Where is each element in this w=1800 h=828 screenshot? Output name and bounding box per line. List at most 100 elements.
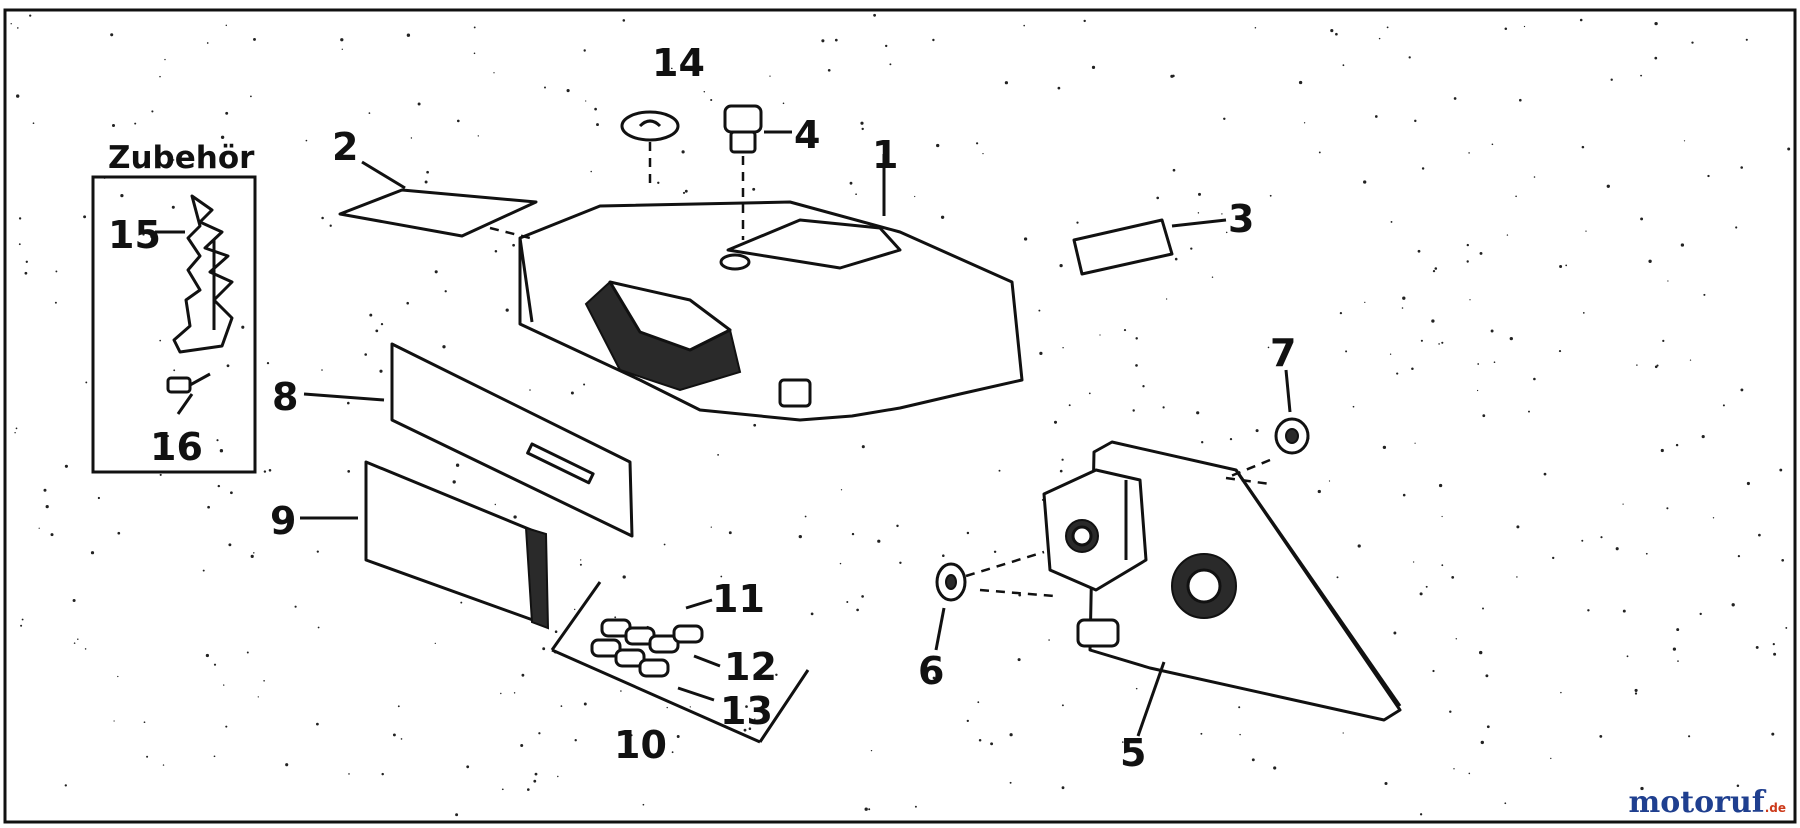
accessories-frame <box>91 175 257 474</box>
speckle-dot <box>1735 226 1738 229</box>
callout-14: 14 <box>652 41 705 85</box>
speckle-dot <box>1229 437 1233 441</box>
speckle-dot <box>1672 647 1677 651</box>
speckle-dot <box>1504 27 1508 30</box>
speckle-dot <box>966 719 969 723</box>
speckle-dot <box>1091 65 1096 70</box>
speckle-dot <box>557 775 559 778</box>
speckle-dot <box>1364 301 1366 304</box>
speckle-dot <box>14 432 16 434</box>
speckle-dot <box>1645 552 1648 555</box>
speckle-dot <box>877 539 881 543</box>
speckle-dot <box>573 608 576 611</box>
speckle-dot <box>38 527 40 529</box>
speckle-dot <box>21 618 24 621</box>
speckle-dot <box>1023 237 1028 241</box>
speckle-dot <box>834 38 838 42</box>
speckle-dot <box>1059 469 1063 473</box>
speckle-dot <box>1396 372 1399 375</box>
speckle-dot <box>159 75 161 78</box>
speckle-dot <box>752 187 756 191</box>
callout-15: 15 <box>108 213 161 257</box>
speckle-dot <box>1121 741 1124 743</box>
speckle-dot <box>1378 37 1381 40</box>
speckle-dot <box>317 626 320 629</box>
speckle-dot <box>150 236 152 238</box>
speckle-dot <box>266 361 270 365</box>
housing-cover-part <box>518 200 1024 422</box>
speckle-dot <box>172 159 175 161</box>
speckle-dot <box>1785 626 1788 629</box>
speckle-dot <box>754 718 756 720</box>
speckle-dot <box>212 156 215 159</box>
speckle-dot <box>456 119 460 123</box>
speckle-dot <box>1722 404 1725 407</box>
speckle-dot <box>1453 768 1455 770</box>
speckle-dot <box>341 48 343 50</box>
speckle-dot <box>630 734 633 737</box>
speckle-dot <box>1468 152 1470 154</box>
speckle-dot <box>1197 212 1200 214</box>
speckle-dot <box>1352 405 1355 408</box>
diagram-frame <box>3 8 1797 824</box>
callout-1: 1 <box>872 133 898 177</box>
speckle-dot <box>1434 267 1438 270</box>
speckle-dot <box>1402 493 1406 497</box>
speckle-dot <box>84 648 87 650</box>
speckle-dot <box>590 170 592 173</box>
speckle-dot <box>538 732 541 735</box>
speckle-dot <box>513 515 517 519</box>
bumper-spike-part <box>172 194 234 354</box>
speckle-dot <box>1211 276 1214 278</box>
speckle-dot <box>1479 251 1483 255</box>
speckle-dot <box>873 13 876 17</box>
speckle-dot <box>1336 576 1339 579</box>
speckle-dot <box>1251 758 1255 762</box>
speckle-dot <box>860 121 864 125</box>
speckle-dot <box>1162 406 1165 409</box>
speckle-dot <box>583 383 586 386</box>
speckle-dot <box>1414 442 1416 444</box>
speckle-dot <box>1466 243 1469 247</box>
speckle-dot <box>681 150 685 154</box>
speckle-dot <box>1198 192 1201 196</box>
speckle-dot <box>368 112 371 114</box>
speckle-dot <box>1053 420 1058 424</box>
speckle-dot <box>45 504 49 509</box>
speckle-dot <box>966 531 970 535</box>
dash-6-to-5b <box>979 588 1055 598</box>
speckle-dot <box>1269 194 1272 197</box>
speckle-dot <box>1699 612 1702 616</box>
speckle-dot <box>1640 74 1643 77</box>
speckle-dot <box>1417 249 1421 253</box>
speckle-dot <box>782 102 785 105</box>
leader-13 <box>677 686 715 702</box>
speckle-dot <box>1238 706 1241 709</box>
speckle-dot <box>162 764 165 766</box>
speckle-dot <box>1345 350 1348 353</box>
speckle-dot <box>534 772 538 776</box>
speckle-dot <box>250 95 252 98</box>
speckle-dot <box>1477 363 1480 365</box>
speckle-dot <box>1174 257 1178 261</box>
speckle-dot <box>1142 385 1145 388</box>
speckle-dot <box>73 642 76 644</box>
speckle-dot <box>1455 638 1458 640</box>
speckle-dot <box>29 14 32 17</box>
speckle-dot <box>1342 732 1344 734</box>
speckle-dot <box>424 180 428 184</box>
speckle-dot <box>663 543 666 546</box>
speckle-dot <box>159 473 162 476</box>
speckle-dot <box>417 102 421 106</box>
speckle-dot <box>1506 234 1509 236</box>
speckle-dot <box>50 533 54 537</box>
speckle-dot <box>225 24 228 27</box>
speckle-dot <box>1585 230 1587 232</box>
speckle-dot <box>257 696 259 698</box>
speckle-dot <box>1504 802 1507 805</box>
speckle-dot <box>583 49 586 52</box>
speckle-dot <box>676 735 680 738</box>
speckle-dot <box>1688 735 1691 738</box>
speckle-dot <box>32 122 35 125</box>
speckle-dot <box>1441 515 1443 518</box>
